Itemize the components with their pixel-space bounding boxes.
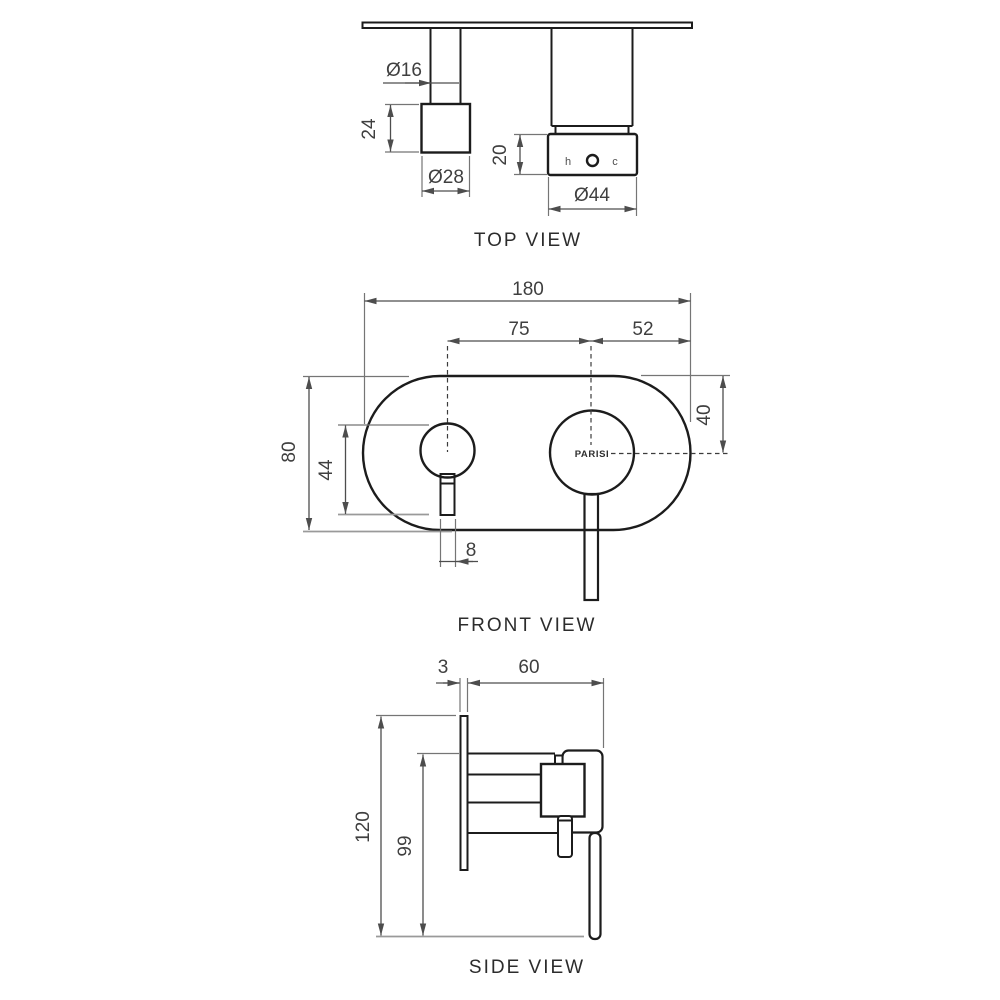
front-view-geometry: PARISI <box>361 374 692 602</box>
spout-escutcheon <box>419 422 476 479</box>
view-title-top: TOP VIEW <box>474 230 582 251</box>
view-title-side: SIDE VIEW <box>469 957 585 978</box>
top-view-dimensions: Ø16 24 Ø28 20 Ø44 <box>359 60 638 216</box>
mixer-escutcheon <box>548 409 636 496</box>
wall-plate-edge <box>361 21 693 29</box>
view-title-front: FRONT VIEW <box>458 615 597 636</box>
hot-marking: h <box>565 156 571 168</box>
cold-marking: c <box>612 156 618 168</box>
dim-label-plate-height: 80 <box>279 441 300 462</box>
spout-body <box>420 102 472 154</box>
dim-label-plate-thickness: 3 <box>438 657 449 678</box>
dim-label-mixer-plate-height: 20 <box>490 144 511 165</box>
dim-label-spout-length: 44 <box>316 459 337 481</box>
side-view-geometry <box>459 715 604 941</box>
backplate-front <box>361 374 692 532</box>
mixer-lever-side <box>588 831 602 941</box>
wall-plate-side <box>459 715 469 871</box>
dim-label-spout-width: 8 <box>466 540 477 561</box>
dim-label-body-height: 99 <box>395 835 416 856</box>
dim-label-mixer-center-from-top: 40 <box>694 404 715 425</box>
spout-outlet-stem <box>439 473 456 516</box>
spout-pipe <box>429 28 462 104</box>
dim-label-mixer-plate-diameter: Ø44 <box>574 185 610 206</box>
front-view-dimensions: 180 75 52 80 44 40 8 <box>279 279 730 567</box>
valve-body <box>539 762 586 818</box>
dim-label-mixer-to-edge: 52 <box>632 319 653 340</box>
inlet-pipes <box>467 752 558 834</box>
dim-label-body-depth: 60 <box>518 657 539 678</box>
front-view: PARISI 180 75 52 80 44 <box>279 279 730 636</box>
spout-stem-side <box>557 815 573 858</box>
top-view: h c Ø16 24 Ø28 20 <box>359 21 693 251</box>
dim-label-spout-to-mixer: 75 <box>508 319 529 340</box>
front-view-centerlines <box>446 346 730 455</box>
mixer-column <box>550 28 634 134</box>
dim-label-overall-height: 120 <box>353 811 374 843</box>
dim-label-spout-body-height: 24 <box>359 118 380 140</box>
dim-label-plate-width: 180 <box>512 279 544 300</box>
brand-label: PARISI <box>575 449 610 460</box>
top-view-geometry: h c <box>361 21 693 177</box>
side-view: 3 60 120 99 SIDE VIEW <box>353 657 605 978</box>
dim-label-spout-pipe-diameter: Ø16 <box>386 60 422 81</box>
indicator-dot <box>585 153 600 168</box>
side-view-dimensions: 3 60 120 99 <box>353 657 605 938</box>
dim-label-spout-body-diameter: Ø28 <box>428 167 464 188</box>
mixer-lever-front <box>583 492 600 602</box>
